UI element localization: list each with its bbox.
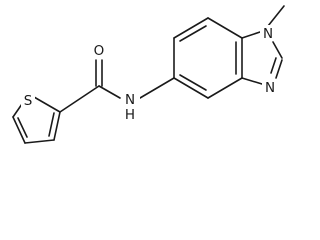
bond-b6-b1-inner — [179, 74, 207, 91]
bond-ring-carbonyl — [59, 85, 100, 113]
bond-b5-b6 — [207, 77, 243, 99]
imidazole-n3-label: N — [265, 80, 275, 96]
bond-c2-n3 — [275, 59, 283, 79]
amide-linker — [59, 59, 175, 113]
amide-nitrogen-label: N — [125, 92, 135, 108]
benzene-ring — [173, 17, 243, 99]
bond-s-c2 — [33, 96, 61, 113]
imidazole-n1-label: N — [263, 26, 273, 42]
sulfur-atom-label: S — [24, 93, 33, 109]
bond-c4-c5 — [12, 116, 26, 144]
bond-n-benzene — [139, 77, 175, 99]
amide-hydrogen-label: H — [125, 107, 135, 123]
bond-n1-c2 — [272, 41, 283, 59]
bond-b3-b4 — [207, 17, 243, 39]
bond-n3-c3a — [241, 77, 263, 85]
atom-labels: S O N H N N — [21, 25, 278, 123]
structural-formula: S O N H N N — [12, 5, 285, 144]
bond-carbonyl-n — [98, 85, 121, 99]
bond-c2-n3-inner — [270, 57, 277, 74]
bond-n1-methyl — [267, 5, 285, 27]
bond-b6-b1 — [173, 77, 209, 99]
bond-b2-b3 — [173, 17, 209, 39]
oxygen-atom-label: O — [94, 43, 105, 59]
bond-c4-c5-inner — [17, 117, 28, 138]
thiophene-ring — [12, 96, 61, 144]
bond-c5-s — [12, 103, 23, 118]
imidazole-ring — [241, 5, 285, 85]
bond-c2-c3-inner — [48, 112, 55, 137]
bond-c2-c3 — [53, 111, 61, 141]
bond-c7a-n1 — [241, 31, 261, 39]
bond-b2-b3-inner — [179, 25, 207, 42]
bond-c3-c4 — [24, 139, 55, 144]
